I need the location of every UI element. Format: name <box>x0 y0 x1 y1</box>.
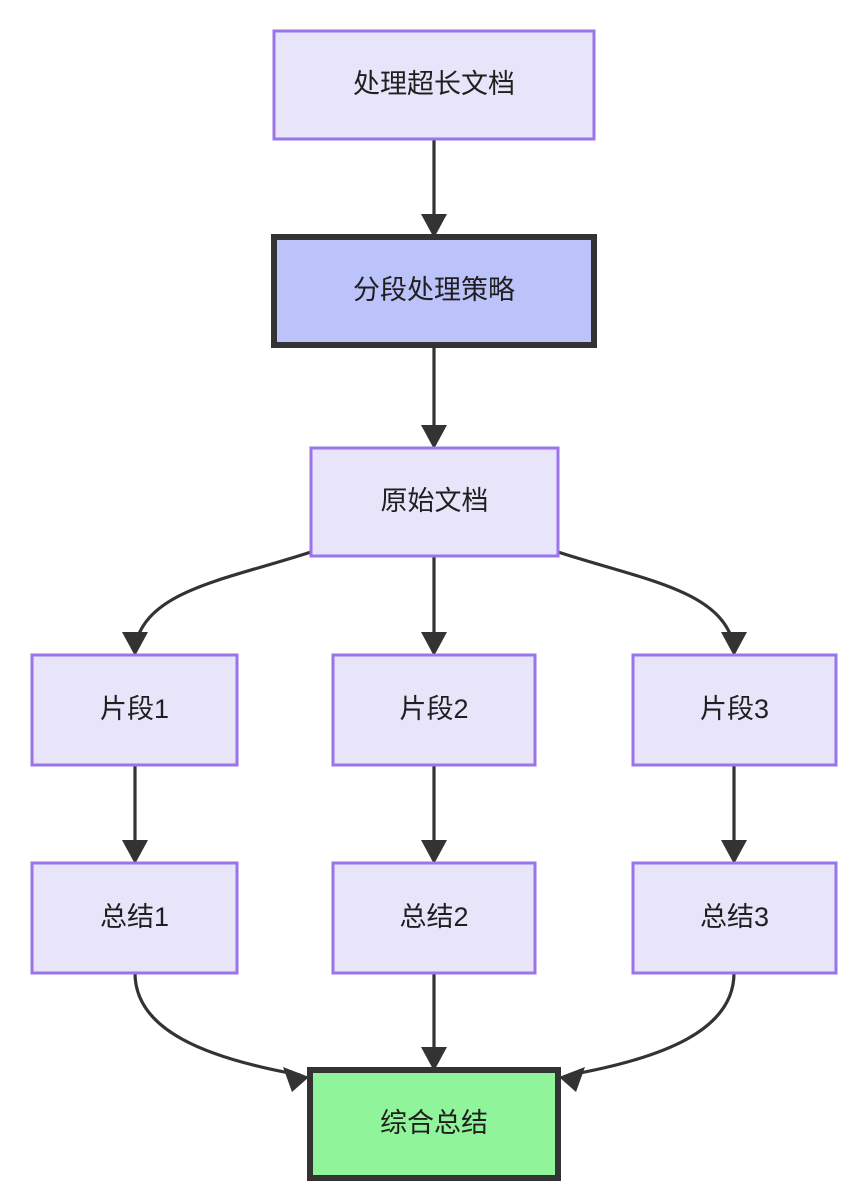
arrowhead-e6 <box>122 840 148 864</box>
node-box-n9[interactable] <box>631 861 838 975</box>
node-box-n8[interactable] <box>331 861 537 975</box>
node-box-n5[interactable] <box>331 653 537 767</box>
node-box-n10[interactable] <box>307 1067 561 1181</box>
node-box-n3[interactable] <box>309 446 560 558</box>
node-n5[interactable]: 片段2 <box>331 653 537 767</box>
arrowhead-e7 <box>421 840 447 864</box>
arrowhead-e1 <box>421 214 447 238</box>
node-n9[interactable]: 总结3 <box>631 861 838 975</box>
node-box-n4[interactable] <box>30 653 239 767</box>
arrowhead-e2 <box>421 425 447 449</box>
node-n8[interactable]: 总结2 <box>331 861 537 975</box>
node-n7[interactable]: 总结1 <box>30 861 239 975</box>
arrowhead-e5 <box>721 632 747 656</box>
edge-n3-to-n6 <box>557 550 736 647</box>
node-box-n1[interactable] <box>272 29 596 141</box>
node-n6[interactable]: 片段3 <box>631 653 838 767</box>
node-n2[interactable]: 分段处理策略 <box>271 234 597 348</box>
node-n4[interactable]: 片段1 <box>30 653 239 767</box>
arrowhead-layer <box>122 214 747 1092</box>
edge-n9-to-n10 <box>568 972 736 1077</box>
edge-layer <box>133 139 736 1077</box>
node-n1[interactable]: 处理超长文档 <box>272 29 596 141</box>
edge-n7-to-n10 <box>133 972 301 1077</box>
edge-n3-to-n4 <box>133 550 312 647</box>
arrowhead-e11 <box>559 1067 585 1092</box>
arrowhead-e3 <box>122 632 148 656</box>
node-n3[interactable]: 原始文档 <box>309 446 560 558</box>
arrowhead-e8 <box>721 840 747 864</box>
node-box-n2[interactable] <box>271 234 597 348</box>
node-box-n6[interactable] <box>631 653 838 767</box>
node-box-n7[interactable] <box>30 861 239 975</box>
arrowhead-e4 <box>421 632 447 656</box>
arrowhead-e9 <box>283 1067 309 1092</box>
arrowhead-e10 <box>421 1047 447 1071</box>
node-n10[interactable]: 综合总结 <box>307 1067 561 1181</box>
